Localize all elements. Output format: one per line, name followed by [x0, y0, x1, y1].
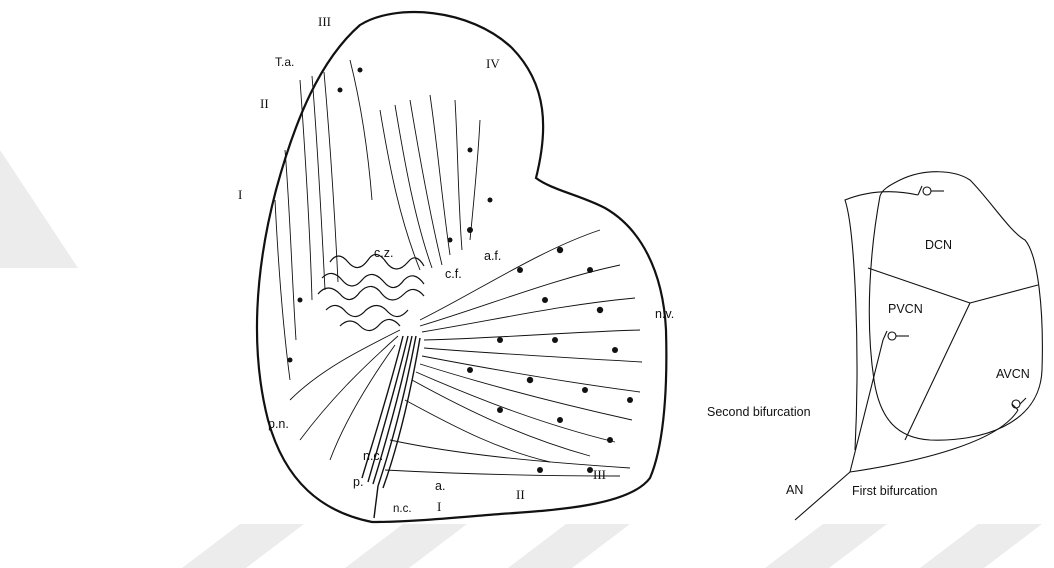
nerve-root-bundle: [362, 336, 420, 518]
cell-body: [552, 337, 558, 343]
cell-body: [537, 467, 543, 473]
label-dcn: DCN: [925, 238, 952, 252]
nerve-ending-pvcn: [883, 331, 909, 340]
cell-body: [557, 247, 563, 253]
nucleus-outline: [257, 12, 666, 522]
radiating-fiber: [416, 372, 615, 442]
cell-body: [497, 407, 503, 413]
nerve-ending-dcn: [918, 186, 944, 195]
label-nv: n.v.: [655, 307, 674, 321]
cell-body: [627, 397, 633, 403]
boundary-dcn-pvcn: [868, 268, 970, 303]
cell-body: [517, 267, 523, 273]
label-cf: c.f.: [445, 267, 462, 281]
cell-body: [358, 68, 363, 73]
upper-fiber: [470, 120, 480, 240]
upper-fiber: [324, 72, 338, 282]
radiating-fiber: [422, 356, 640, 392]
boundary-pvcn-avcn: [905, 303, 970, 440]
radiating-fibers: [290, 230, 642, 476]
neuropil-loop: [318, 286, 424, 300]
radiating-fiber: [385, 470, 620, 476]
cell-body: [497, 337, 503, 343]
cell-body: [597, 307, 603, 313]
radiating-fiber: [290, 330, 400, 400]
neuropil-loop: [326, 305, 408, 316]
watermark: [0, 150, 1042, 568]
upper-fiber: [410, 100, 442, 265]
upper-fibers: [275, 60, 480, 380]
upper-fiber: [430, 95, 450, 255]
radiating-fiber: [300, 336, 398, 440]
label-bottom-II: II: [516, 487, 525, 502]
upper-fiber: [350, 60, 372, 200]
radiating-fiber: [390, 440, 630, 468]
upper-fiber: [395, 105, 432, 268]
label-second-bifurcation: Second bifurcation: [707, 405, 811, 419]
cell-body: [448, 238, 453, 243]
cell-body: [607, 437, 613, 443]
right-figure-labels: DCN PVCN AVCN Second bifurcation AN Firs…: [707, 238, 1030, 498]
label-pvcn: PVCN: [888, 302, 923, 316]
watermark-band-4: [765, 524, 887, 568]
label-IV: IV: [486, 56, 500, 71]
cell-body: [488, 198, 493, 203]
boundary-dcn-avcn: [970, 285, 1038, 303]
label-af: a.f.: [484, 249, 501, 263]
neuropil-cluster: [318, 254, 424, 330]
cell-body: [527, 377, 533, 383]
cell-body: [612, 347, 618, 353]
radiating-fiber: [424, 348, 642, 362]
label-avcn: AVCN: [996, 367, 1030, 381]
branch-to-avcn: [850, 410, 1018, 472]
cell-body: [298, 298, 303, 303]
label-pn: p.n.: [268, 417, 289, 431]
watermark-triangle-left: [0, 150, 78, 268]
label-p: p.: [353, 475, 363, 489]
cochlear-nucleus-drawing: [257, 12, 666, 522]
label-an: AN: [786, 483, 803, 497]
upper-fiber: [312, 76, 325, 290]
cell-body: [542, 297, 548, 303]
label-left-I: I: [238, 187, 242, 202]
watermark-band-5: [920, 524, 1042, 568]
radiating-fiber: [405, 400, 550, 462]
label-nc-lower: n.c.: [393, 503, 412, 515]
watermark-band-2: [345, 524, 467, 568]
label-a: a.: [435, 479, 445, 493]
upper-fiber: [455, 100, 462, 250]
cell-body: [468, 148, 473, 153]
label-left-II: II: [260, 96, 269, 111]
neuropil-loop: [340, 319, 400, 330]
label-Ta: T.a.: [275, 55, 294, 69]
nerve-ending-avcn: [1012, 398, 1026, 410]
branch-to-pvcn: [850, 340, 883, 472]
branch-dcn-fiber: [845, 192, 918, 450]
cell-body: [587, 267, 593, 273]
cochlear-nucleus-schematic: [795, 172, 1042, 520]
watermark-band-3: [508, 524, 630, 568]
label-cz: c.z.: [374, 246, 393, 260]
cell-body: [467, 227, 473, 233]
radiating-fiber: [424, 330, 640, 340]
cell-body: [582, 387, 588, 393]
cell-body: [288, 358, 293, 363]
label-first-bifurcation: First bifurcation: [852, 484, 937, 498]
label-bottom-III: III: [593, 467, 606, 482]
watermark-band-1: [182, 524, 304, 568]
upper-fiber: [275, 200, 290, 380]
cell-body: [557, 417, 563, 423]
upper-fiber: [285, 150, 296, 340]
cell-body: [338, 88, 343, 93]
label-nc-upper: n.c.: [363, 449, 383, 463]
radiating-fiber: [420, 364, 632, 420]
root-stem: [374, 486, 378, 518]
label-bottom-I: I: [437, 499, 441, 514]
label-top-III: III: [318, 14, 331, 29]
cell-body: [467, 367, 473, 373]
